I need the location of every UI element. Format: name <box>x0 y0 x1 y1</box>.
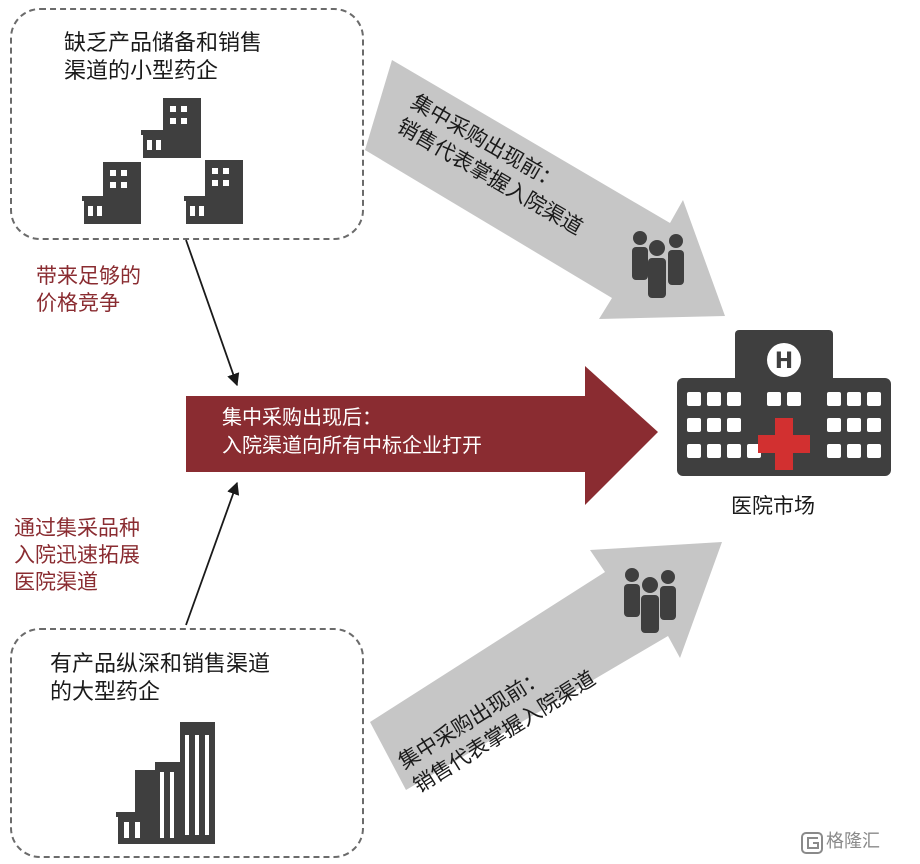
large-building-icon <box>116 722 215 844</box>
center-arrow-text: 集中采购出现后： 入院渠道向所有中标企业打开 <box>222 405 482 457</box>
small-pharma-label: 缺乏产品储备和销售 渠道的小型药企 <box>64 31 263 84</box>
watermark-text: 格隆汇 <box>826 831 880 852</box>
hospital-sign: H <box>775 349 793 374</box>
small-pharma-box <box>10 8 364 240</box>
small-building-icon <box>184 160 243 224</box>
top-thin-arrow <box>185 239 240 387</box>
small-building-icon <box>82 162 141 224</box>
red-cross-icon <box>758 418 810 470</box>
channel-expansion-label: 通过集采品种 入院迅速拓展 医院渠道 <box>14 516 140 594</box>
bottom-thin-arrow <box>185 481 240 626</box>
watermark-logo-icon <box>801 832 823 854</box>
large-pharma-label: 有产品纵深和销售渠道 的大型药企 <box>50 652 271 705</box>
small-building-icon <box>141 98 201 158</box>
hospital-market-label: 医院市场 <box>731 494 815 518</box>
price-competition-label: 带来足够的 价格竞争 <box>36 264 141 315</box>
center-red-arrow <box>186 366 658 505</box>
large-pharma-box <box>10 628 364 858</box>
sales-reps-icon <box>624 568 676 633</box>
sales-reps-icon <box>632 231 684 298</box>
hospital-icon: H <box>677 330 891 476</box>
